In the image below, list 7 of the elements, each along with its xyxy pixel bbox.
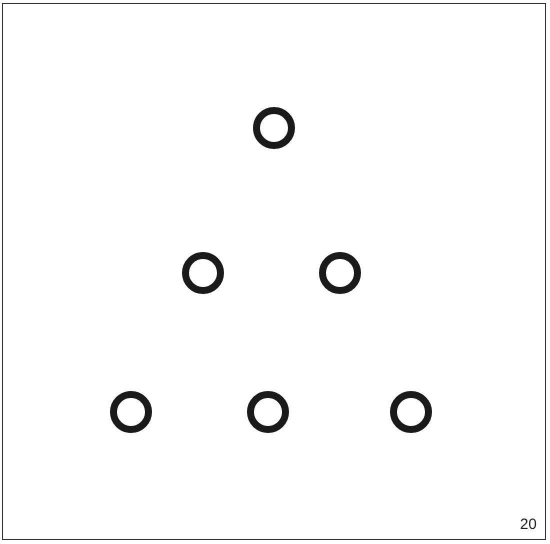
ring-symbol bbox=[109, 390, 153, 434]
ring-symbol bbox=[246, 390, 290, 434]
ring-symbol bbox=[252, 106, 296, 150]
ring-symbol bbox=[181, 251, 225, 295]
page-number: 20 bbox=[520, 516, 537, 533]
ring-symbol bbox=[389, 390, 433, 434]
ring-symbol bbox=[318, 251, 362, 295]
